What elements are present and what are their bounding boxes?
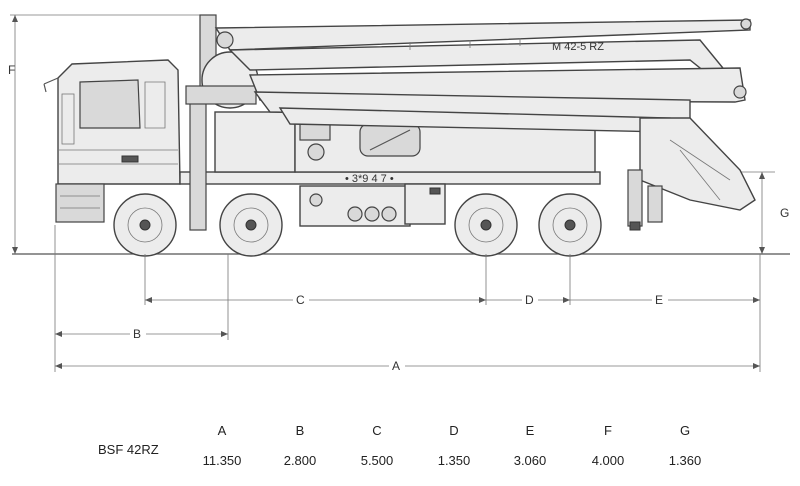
dimension-c-label: C	[296, 293, 305, 307]
spec-header-g: G	[679, 423, 691, 438]
spec-column-a: A 11.350	[192, 420, 252, 472]
spec-value-c: 5.500	[360, 453, 394, 468]
spec-column-g: G 1.360	[655, 420, 715, 472]
dimension-b: B	[55, 326, 228, 342]
spec-header-f: F	[604, 423, 612, 438]
spec-column-e: E 3.060	[500, 420, 560, 472]
dimension-g: G	[740, 171, 789, 254]
spec-header-d: D	[449, 423, 459, 438]
truck-cab	[43, 59, 181, 223]
spec-column-f: F 4.000	[578, 420, 638, 472]
spec-value-g: 1.360	[668, 453, 702, 468]
spec-header-b: B	[295, 423, 305, 438]
spec-header-e: E	[525, 423, 535, 438]
spec-value-d: 1.350	[437, 453, 471, 468]
dimension-a-label: A	[392, 359, 400, 373]
wheel-front-2	[219, 193, 283, 257]
dimension-e-label: E	[655, 293, 663, 307]
dimension-f: F	[8, 14, 200, 254]
dimension-c: C	[145, 292, 486, 308]
spec-column-d: D 1.350	[424, 420, 484, 472]
rear-outrigger	[627, 117, 756, 231]
spec-header-a: A	[217, 423, 227, 438]
spec-column-b: B 2.800	[270, 420, 330, 472]
spec-value-e: 3.060	[513, 453, 547, 468]
dimension-g-label: G	[780, 206, 789, 220]
concrete-boom: M 42-5 RZ	[214, 18, 752, 133]
wheel-rear-1	[454, 193, 518, 257]
boom-turret	[185, 14, 259, 109]
spec-table: BSF 42RZ A 11.350 B 2.800 C 5.500 D 1.35…	[80, 420, 780, 480]
spec-value-b: 2.800	[283, 453, 317, 468]
dimension-a: A	[55, 358, 760, 374]
dimension-e: E	[570, 292, 760, 308]
dimension-d-label: D	[525, 293, 534, 307]
chassis-mark: • 3*9 4 7 •	[345, 173, 394, 185]
wheel-rear-2	[538, 193, 602, 257]
dimension-f-label: F	[8, 63, 15, 77]
dimension-b-label: B	[133, 327, 141, 341]
spec-value-f: 4.000	[591, 453, 625, 468]
spec-value-a: 11.350	[202, 453, 242, 468]
spec-model-name: BSF 42RZ	[98, 442, 159, 457]
spec-header-c: C	[372, 423, 382, 438]
spec-column-c: C 5.500	[347, 420, 407, 472]
dimension-d: D	[486, 292, 570, 308]
boom-model-label: M 42-5 RZ	[552, 41, 604, 53]
wheel-front	[113, 193, 177, 257]
